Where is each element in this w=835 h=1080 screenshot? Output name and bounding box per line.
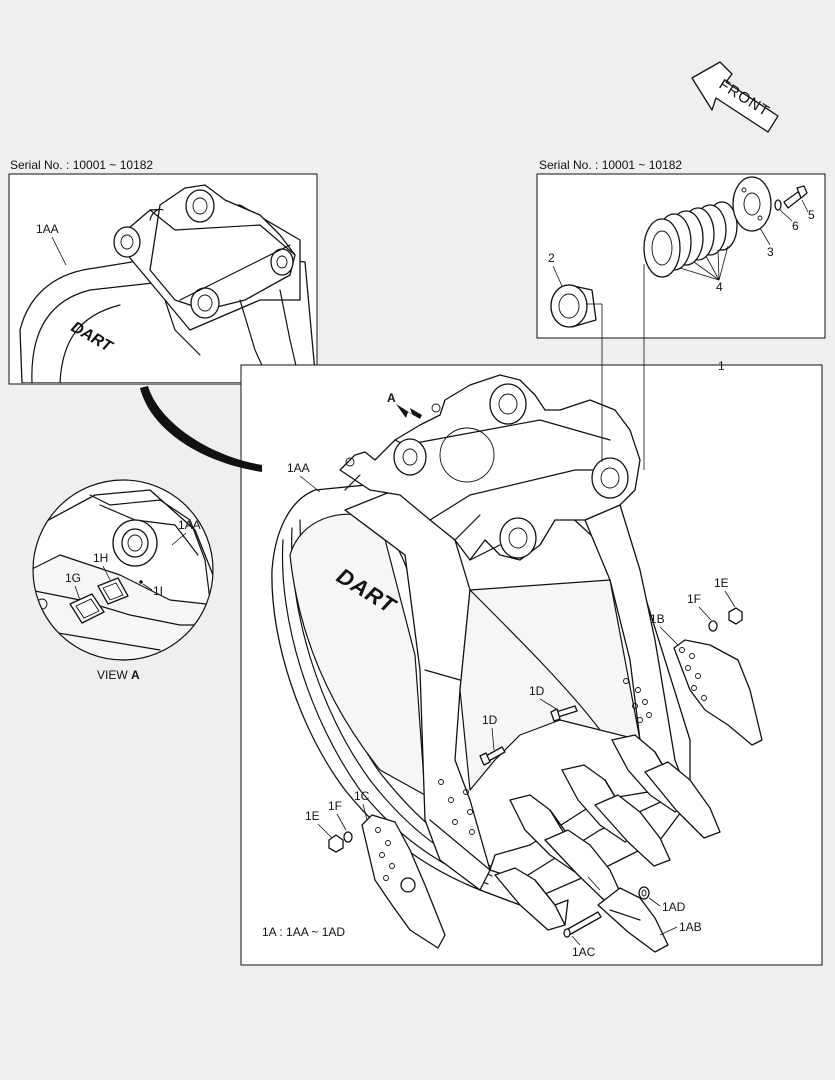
tooth-icon bbox=[594, 794, 671, 867]
main-label-1e-left: 1E bbox=[305, 809, 320, 823]
main-label-1e-right: 1E bbox=[714, 576, 729, 590]
main-label-1c: 1C bbox=[354, 789, 370, 803]
right-inset-label-3: 3 bbox=[767, 245, 774, 259]
washer-1f-left-icon bbox=[343, 831, 353, 843]
bolt-1d-right-icon bbox=[550, 705, 578, 722]
main-label-1aa: 1AA bbox=[287, 461, 310, 475]
view-a-label-1g: 1G bbox=[65, 571, 81, 585]
tooth-icon bbox=[544, 829, 621, 901]
nameplate-1g-icon bbox=[69, 593, 105, 624]
main-label-1ac: 1AC bbox=[572, 945, 596, 959]
view-marker-a: A bbox=[387, 391, 396, 405]
view-a-caption-letter: A bbox=[131, 668, 140, 682]
tooth-pin-icon bbox=[563, 911, 602, 938]
view-a-detail bbox=[32, 479, 214, 661]
washer-1f-right-icon bbox=[708, 620, 718, 632]
nameplate-1h-icon bbox=[97, 577, 129, 605]
view-a-label-1aa: 1AA bbox=[178, 518, 201, 532]
bolt-icon bbox=[783, 185, 808, 209]
nut-1e-right-icon bbox=[728, 607, 743, 625]
left-inset-bucket-drawing: DART bbox=[19, 184, 316, 383]
right-inset-label-4: 4 bbox=[716, 280, 723, 294]
right-inset-label-6: 6 bbox=[792, 219, 799, 233]
tooth-exploded-icon bbox=[597, 887, 669, 953]
rivet-1i-icon bbox=[139, 580, 143, 584]
side-plate-holes bbox=[438, 678, 652, 835]
view-a-label-1i: 1I bbox=[153, 584, 163, 598]
side-cutter-left-icon bbox=[361, 814, 446, 949]
shim-stack-icon bbox=[643, 201, 738, 278]
assembly-leader-lines bbox=[586, 264, 645, 470]
view-a-caption-prefix: VIEW bbox=[97, 668, 131, 682]
callout-connector bbox=[140, 386, 262, 472]
assembly-number: 1 bbox=[718, 359, 725, 373]
right-inset-parts-drawing bbox=[550, 176, 808, 328]
washer-icon bbox=[774, 199, 782, 211]
main-label-1b: 1B bbox=[650, 612, 665, 626]
main-label-1ad: 1AD bbox=[662, 900, 686, 914]
nut-1e-left-icon bbox=[328, 834, 344, 853]
right-inset-serial: Serial No. : 10001 ~ 10182 bbox=[539, 158, 682, 172]
side-cutter-right-icon bbox=[673, 639, 763, 746]
right-inset-label-2: 2 bbox=[548, 251, 555, 265]
main-label-1f-left: 1F bbox=[328, 799, 342, 813]
view-a-caption: VIEW A bbox=[97, 668, 140, 682]
right-inset-label-5: 5 bbox=[808, 208, 815, 222]
left-inset-serial: Serial No. : 10001 ~ 10182 bbox=[10, 158, 153, 172]
front-arrow-icon: FRONT bbox=[691, 61, 779, 133]
view-a-label-1h: 1H bbox=[93, 551, 108, 565]
main-label-1ab: 1AB bbox=[679, 920, 702, 934]
retainer-plate-icon bbox=[732, 176, 772, 232]
main-label-1d-left: 1D bbox=[482, 713, 498, 727]
view-direction-arrow-icon bbox=[396, 404, 422, 419]
tooth-icon bbox=[644, 761, 721, 839]
bushing-icon bbox=[550, 284, 597, 328]
main-label-1d-right: 1D bbox=[529, 684, 545, 698]
assembly-note: 1A : 1AA ~ 1AD bbox=[262, 925, 345, 939]
tooth-icon bbox=[494, 867, 569, 931]
left-inset-label-1aa: 1AA bbox=[36, 222, 59, 236]
bucket-teeth bbox=[494, 734, 721, 953]
bolt-1d-left-icon bbox=[479, 746, 506, 766]
retainer-washer-icon bbox=[638, 886, 650, 900]
main-label-1f-right: 1F bbox=[687, 592, 701, 606]
